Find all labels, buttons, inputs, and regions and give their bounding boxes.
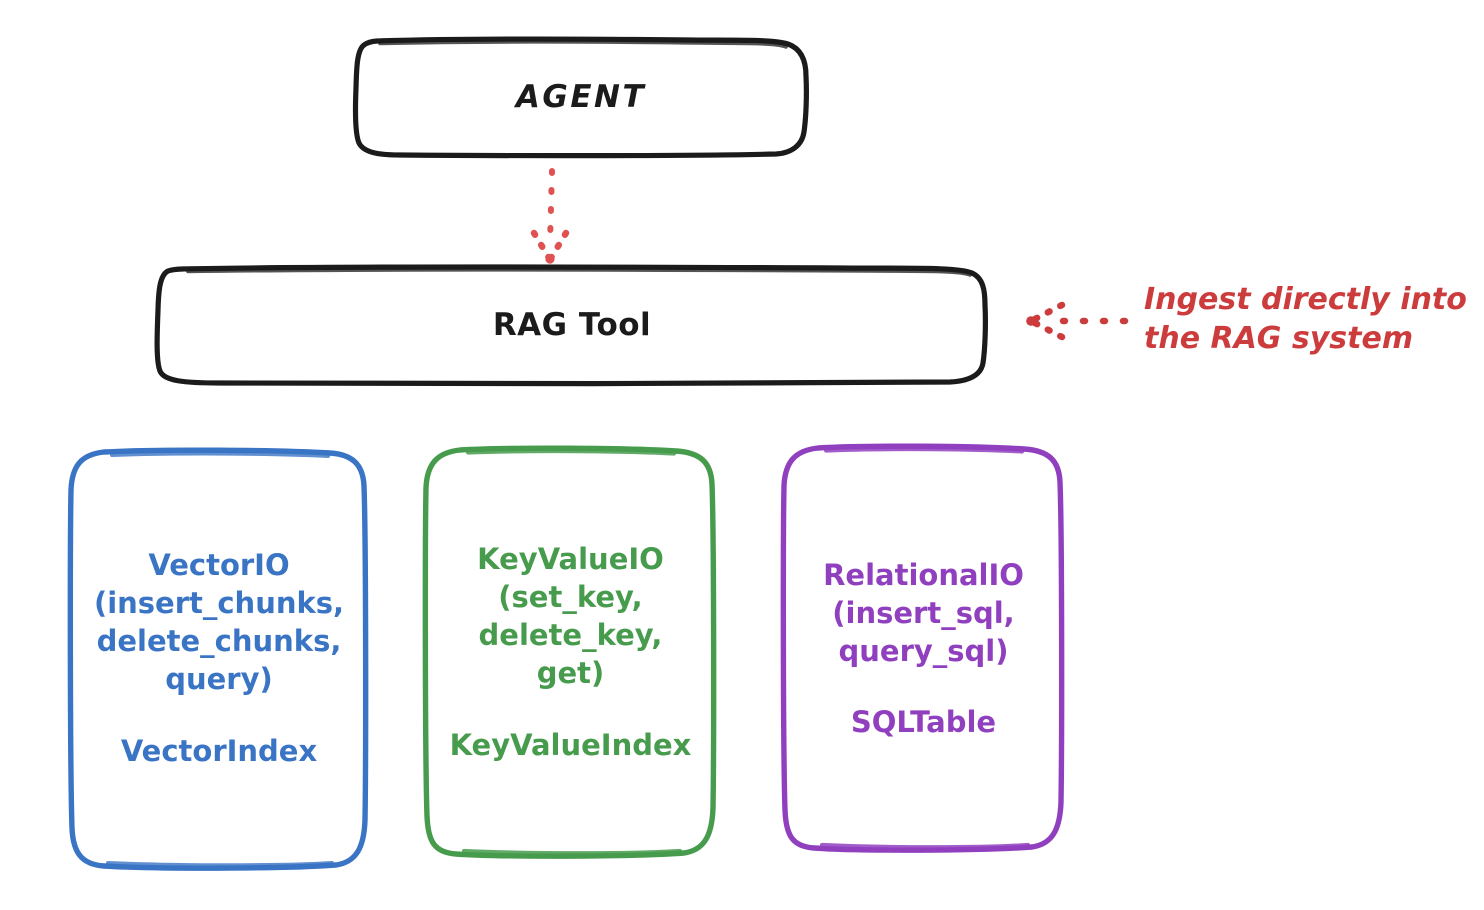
ingest-to-rag-connector xyxy=(1026,301,1129,341)
ingest-annotation-text: Ingest directly into the RAG system xyxy=(1144,282,1467,356)
rag-tool-node[interactable]: RAG Tool xyxy=(158,268,986,383)
agent-node[interactable]: AGENT xyxy=(355,40,807,155)
rag-tool-box-outline xyxy=(154,264,988,387)
rag-tool-label: RAG Tool xyxy=(492,306,652,343)
vector-io-node[interactable]: VectorIO (insert_chunks, delete_chunks, … xyxy=(72,450,366,868)
relational-io-api-label: RelationalIO (insert_sql, query_sql) xyxy=(823,557,1024,668)
agent-to-rag-connector xyxy=(530,168,570,264)
key-value-io-api-label: KeyValueIO (set_key, delete_key, get) xyxy=(477,542,664,690)
vector-io-box-outline xyxy=(67,447,369,871)
agent-box-outline-overlay xyxy=(378,40,788,49)
agent-label: AGENT xyxy=(515,78,647,115)
relational-io-node[interactable]: RelationalIO (insert_sql, query_sql) SQL… xyxy=(786,446,1061,853)
key-value-io-node[interactable]: KeyValueIO (set_key, delete_key, get) Ke… xyxy=(428,448,713,858)
key-value-io-box-outline xyxy=(422,445,717,859)
key-value-io-box-outline-overlay2 xyxy=(461,848,683,856)
relational-io-box-outline-overlay xyxy=(823,446,1025,454)
relational-io-box-outline-overlay2 xyxy=(819,842,1031,850)
relational-io-index-label: SQLTable xyxy=(850,705,997,740)
rag-tool-box-outline-overlay xyxy=(186,268,972,277)
vector-io-index-label: VectorIndex xyxy=(120,733,318,768)
key-value-io-box-outline-overlay xyxy=(465,448,677,456)
vector-io-box-outline-overlay2 xyxy=(106,861,334,868)
relational-io-box-outline xyxy=(780,443,1065,853)
key-value-io-index-label: KeyValueIndex xyxy=(449,727,692,762)
agent-box-outline xyxy=(352,36,809,159)
vector-io-box-outline-overlay xyxy=(110,451,330,458)
vector-io-api-label: VectorIO (insert_chunks, delete_chunks, … xyxy=(93,548,345,696)
